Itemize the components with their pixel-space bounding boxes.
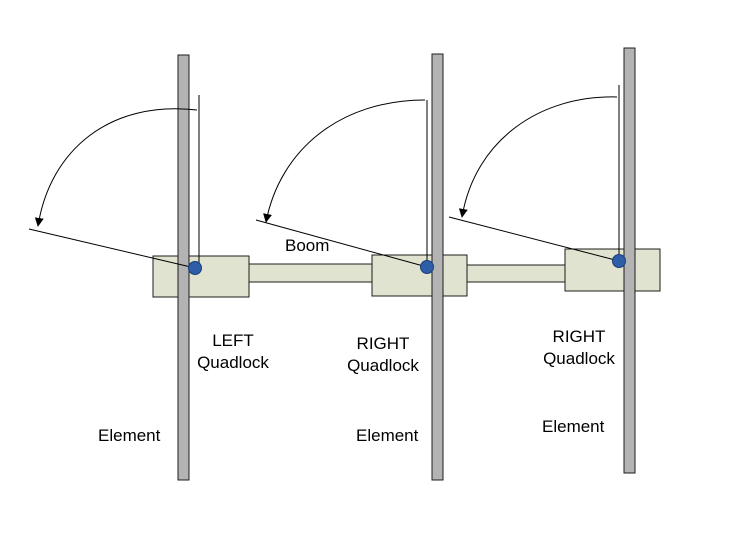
element-label-left: Element [98, 426, 161, 445]
quadlock-label-left-line1: LEFT [212, 331, 254, 350]
quadlock-label-left-line2: Quadlock [197, 353, 269, 372]
element-rod-left [177, 54, 190, 481]
element-label-middle: Element [356, 426, 419, 445]
quadlock-label-middle-line1: RIGHT [357, 334, 410, 353]
rotation-arc-left [34, 108, 198, 227]
rotation-arc-middle [263, 99, 426, 223]
rotated-line-middle [255, 219, 428, 268]
rotation-arc-right [458, 96, 618, 218]
pivot-point-left [188, 261, 202, 275]
quadlock-block-middle [371, 254, 468, 297]
boom-segment-left [247, 263, 375, 283]
boom-label: Boom [285, 236, 329, 255]
pivot-point-right [612, 254, 626, 268]
element-label-right: Element [542, 417, 605, 436]
rotated-line-left [28, 228, 196, 269]
pivot-point-middle [420, 260, 434, 274]
quadlock-label-right-line1: RIGHT [553, 327, 606, 346]
quadlock-label-middle-line2: Quadlock [347, 356, 419, 375]
rotated-line-right [448, 216, 620, 262]
quadlock-block-left [152, 255, 250, 298]
quadlock-label-right-line2: Quadlock [543, 349, 615, 368]
boom-segment-right [465, 264, 567, 283]
quadlock-block-right [564, 248, 661, 292]
